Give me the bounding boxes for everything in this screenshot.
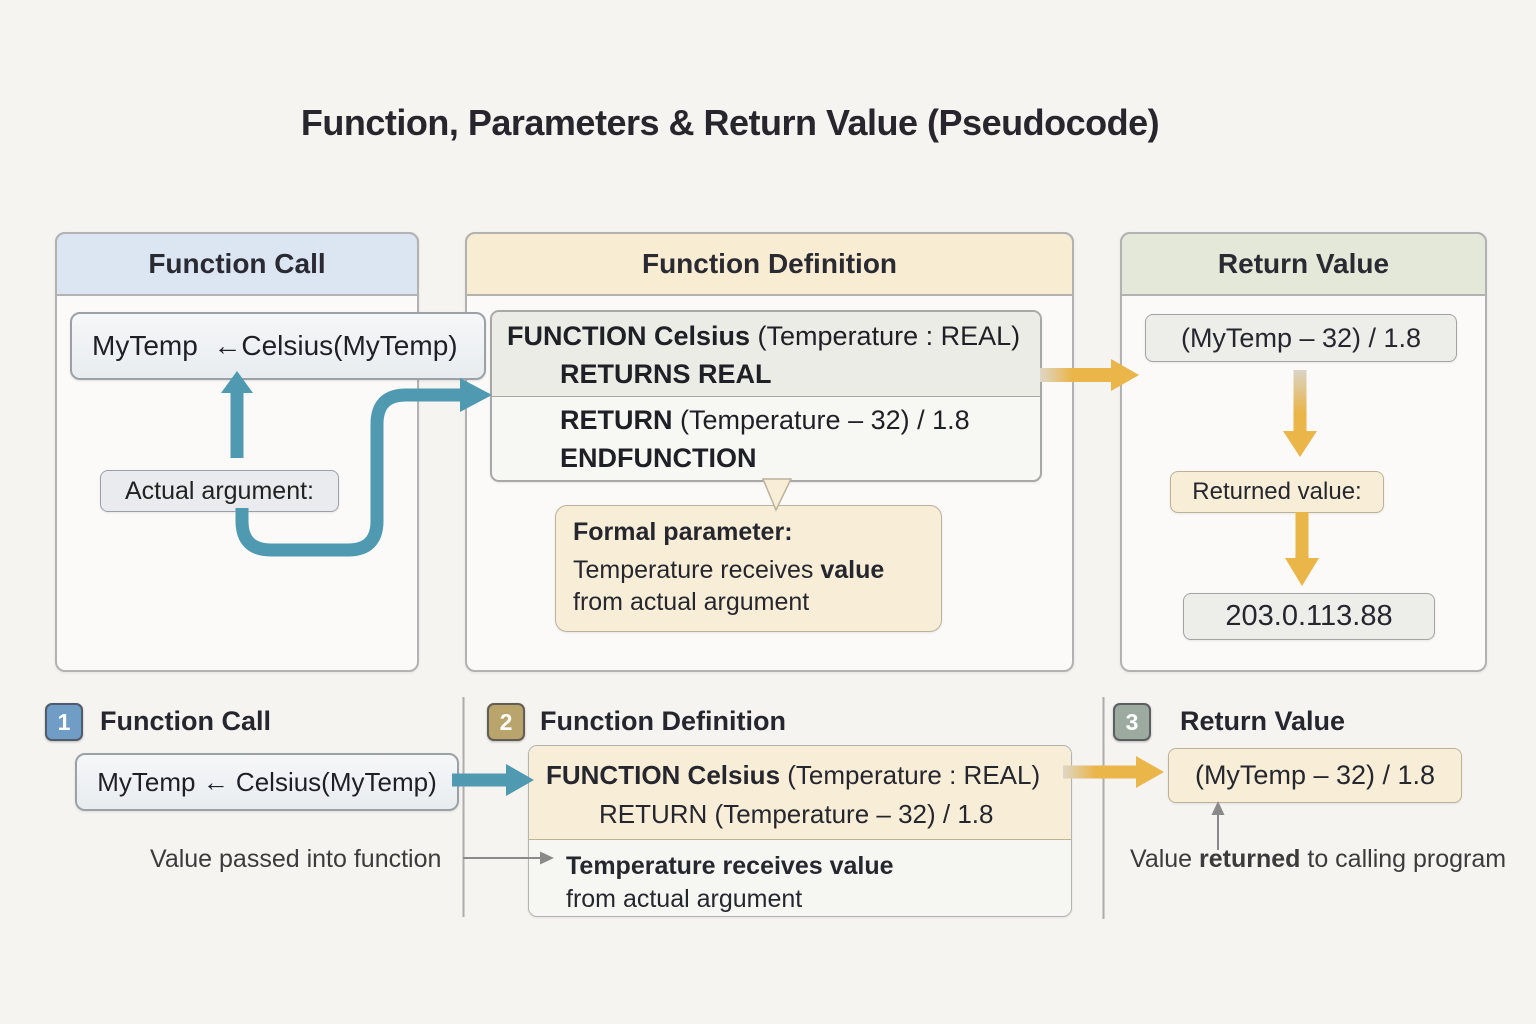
legend-caption-3-post: to calling program — [1300, 845, 1507, 873]
function-signature-section — [492, 312, 1040, 397]
legend-arrow-call-icon — [452, 773, 506, 787]
legend-definition-cream-section — [529, 746, 1071, 840]
panel-return-value-title: Return Value — [1217, 248, 1390, 279]
panel-return-value-header: Return Value — [1120, 232, 1487, 296]
panel-function-call-title: Function Call — [148, 248, 326, 279]
code-line-function: FUNCTION Celsius (Temperature : REAL) — [507, 321, 1020, 352]
legend-function-keyword: FUNCTION Celsius — [546, 760, 781, 790]
connector-return-caption-head-icon — [1211, 801, 1225, 815]
legend-arrow-return-icon — [1063, 765, 1136, 779]
legend-badge-3: 3 — [1113, 703, 1151, 741]
code-function-keyword: FUNCTION Celsius — [507, 321, 751, 351]
code-line-returns: RETURNS REAL — [560, 359, 772, 389]
function-call-code: MyTemp ←Celsius(MyTemp) — [92, 330, 458, 361]
legend-arrow-return-head-icon — [1136, 756, 1164, 788]
legend-caption-3-bold: returned — [1199, 845, 1301, 873]
legend-title-1: Function Call — [100, 706, 271, 736]
legend-code-line-1: FUNCTION Celsius (Temperature : REAL) — [546, 760, 1040, 791]
legend-function-params: (Temperature : REAL) — [780, 760, 1041, 790]
actual-argument-label: Actual argument: — [100, 470, 339, 512]
returned-value-label: Returned value: — [1170, 471, 1384, 513]
legend-title-2: Function Definition — [540, 706, 786, 736]
legend-caption-1: Value passed into function — [150, 845, 442, 873]
legend-badge-2: 2 — [487, 703, 525, 741]
legend-return-code: (MyTemp – 32) / 1.8 — [1194, 760, 1436, 790]
callout-title: Formal parameter: — [573, 518, 793, 546]
legend-badge-3-number: 3 — [1125, 708, 1139, 735]
return-expression-box: (MyTemp – 32) / 1.8 — [1145, 314, 1457, 362]
legend-call-code: MyTemp ← Celsius(MyTemp) — [97, 766, 437, 797]
result-value-text: 203.0.113.88 — [1225, 600, 1393, 632]
formal-parameter-callout: Formal parameter: Temperature receives v… — [555, 505, 942, 632]
legend-title-3: Return Value — [1180, 706, 1346, 736]
function-definition-code-box: FUNCTION Celsius (Temperature : REAL) RE… — [490, 310, 1042, 482]
code-return-keyword: RETURN — [560, 405, 673, 435]
panel-function-call-header: Function Call — [55, 232, 419, 296]
legend-definition-box: FUNCTION Celsius (Temperature : REAL) RE… — [528, 745, 1072, 917]
panel-function-definition-title: Function Definition — [641, 248, 898, 279]
function-call-code-box: MyTemp ←Celsius(MyTemp) — [70, 312, 486, 380]
callout-line1-bold: value — [820, 556, 885, 584]
code-line-return: RETURN (Temperature – 32) / 1.8 — [560, 405, 970, 436]
legend-caption-3-pre: Value — [1130, 845, 1200, 873]
legend-code-line-2: RETURN (Temperature – 32) / 1.8 — [599, 799, 994, 829]
panel-function-definition-header: Function Definition — [465, 232, 1074, 296]
legend-badge-2-number: 2 — [499, 708, 513, 735]
callout-line1-text: Temperature receives — [573, 556, 821, 584]
legend-call-code-box: MyTemp ← Celsius(MyTemp) — [75, 753, 459, 811]
legend-badge-1-number: 1 — [57, 708, 71, 735]
result-value-box: 203.0.113.88 — [1183, 593, 1435, 640]
code-function-params: (Temperature : REAL) — [750, 321, 1021, 351]
callout-line-1: Temperature receives value — [573, 556, 884, 585]
panel-function-call: Function Call — [55, 232, 419, 672]
legend-badge-1: 1 — [45, 703, 83, 741]
legend-caption-3: Value returned to calling program — [1130, 845, 1506, 874]
legend-return-box: (MyTemp – 32) / 1.8 — [1168, 748, 1462, 803]
code-return-expr: (Temperature – 32) / 1.8 — [672, 405, 970, 435]
code-line-endfunction: ENDFUNCTION — [560, 443, 757, 473]
actual-argument-text: Actual argument: — [125, 476, 314, 505]
page-title: Function, Parameters & Return Value (Pse… — [300, 102, 1160, 143]
legend-note-line-1: Temperature receives value — [566, 852, 894, 880]
returned-value-text: Returned value: — [1192, 478, 1362, 505]
return-expression-text: (MyTemp – 32) / 1.8 — [1180, 322, 1422, 353]
callout-line-2: from actual argument — [573, 588, 810, 616]
legend-note-line-2: from actual argument — [566, 885, 803, 913]
